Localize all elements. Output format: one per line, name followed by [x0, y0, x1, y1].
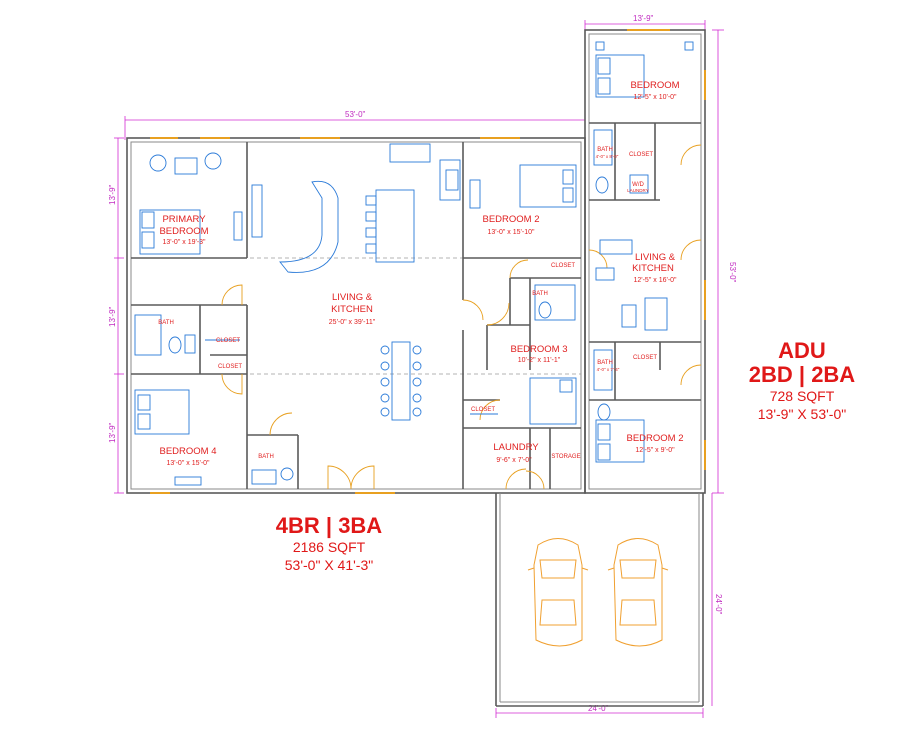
car-left [527, 538, 589, 647]
left-dimension-3: 13'-9" [108, 422, 117, 443]
furniture [134, 41, 694, 486]
main-width-dimension: 53'-0" [345, 110, 366, 119]
adu-closet-label: CLOSET [629, 152, 653, 158]
adu-wd-sublabel: LAUNDRY [627, 188, 648, 193]
closet-label-bed2: CLOSET [551, 263, 575, 269]
left-dimension-1: 13'-9" [108, 184, 117, 205]
doors [221, 144, 702, 490]
adu-bath-2-label: BATH [597, 360, 613, 366]
adu-summary-subtitle: 2BD | 2BA [748, 362, 856, 387]
windows [150, 29, 706, 494]
adu-summary-sqft: 728 SQFT [769, 388, 835, 404]
adu-height-dimension: 53'-0" [728, 262, 737, 283]
adu-living-label-1: LIVING & [635, 252, 676, 263]
adu-bath-1-size: 4'-0" x 8'-0" [596, 154, 619, 159]
closet-label-hall: CLOSET [218, 364, 242, 370]
adu-living-label-2: KITCHEN [632, 263, 674, 274]
garage [495, 493, 704, 707]
adu-summary-title: ADU [778, 338, 826, 363]
adu-bedroom-size: 12'-5" x 10'-0" [633, 94, 677, 101]
bedroom-3-label: BEDROOM 3 [510, 344, 567, 355]
living-kitchen-size: 25'-0" x 39'-11" [329, 319, 376, 326]
storage-label: STORAGE [551, 454, 580, 460]
bedroom-4-size: 13'-0" x 15'-0" [166, 460, 210, 467]
adu-living-size: 12'-5" x 16'-0" [633, 277, 677, 284]
dimension-lines [114, 20, 724, 718]
bath-label-bed4: BATH [258, 454, 274, 460]
main-house-walls [126, 137, 586, 494]
adu-width-dimension: 13'-9" [633, 14, 654, 23]
bedroom-2-size: 13'-0" x 15'-10" [488, 229, 535, 236]
laundry-size: 9'-6" x 7'-0" [496, 457, 532, 464]
main-summary-dims: 53'-0" X 41'-3" [284, 557, 374, 573]
closet-label-laundry: CLOSET [471, 407, 495, 413]
adu-bath-2-size: 4'-0" x 7'-4" [597, 367, 620, 372]
main-summary-title: 4BR | 3BA [275, 513, 383, 538]
car-right [607, 538, 669, 647]
laundry-label: LAUNDRY [493, 442, 539, 453]
adu-wd-label: W/D [632, 182, 644, 188]
bedroom-2-label: BEDROOM 2 [482, 214, 539, 225]
bath-label-bed3: BATH [532, 291, 548, 297]
left-dimension-2: 13'-9" [108, 306, 117, 327]
garage-width-dimension: 24'-0" [588, 704, 609, 713]
adu-closet-2-label: CLOSET [633, 355, 657, 361]
bedroom-4-label: BEDROOM 4 [159, 446, 216, 457]
adu-summary-dims: 13'-9" X 53'-0" [757, 406, 847, 422]
primary-bedroom-size: 13'-0" x 19'-3" [162, 239, 206, 246]
adu-bedroom-2-label: BEDROOM 2 [626, 433, 683, 444]
adu-bedroom-label: BEDROOM [630, 80, 679, 91]
primary-bedroom-label-1: PRIMARY [162, 214, 206, 225]
adu-bath-1-label: BATH [597, 147, 613, 153]
living-kitchen-label-1: LIVING & [332, 292, 373, 303]
garage-depth-dimension: 24'-0" [714, 594, 723, 615]
main-summary: 4BR | 3BA 2186 SQFT 53'-0" X 41'-3" [258, 514, 400, 574]
bedroom-3-size: 10'-2" x 11'-1" [518, 357, 561, 364]
bath-label-left: BATH [158, 320, 174, 326]
adu-bedroom-2-size: 12'-5" x 9'-0" [635, 447, 675, 454]
main-summary-sqft: 2186 SQFT [292, 539, 366, 555]
closet-label-left: CLOSET [216, 338, 240, 344]
living-kitchen-label-2: KITCHEN [331, 304, 373, 315]
adu-summary: ADU 2BD | 2BA 728 SQFT 13'-9" X 53'-0" [738, 339, 866, 423]
primary-bedroom-label-2: BEDROOM [159, 226, 208, 237]
